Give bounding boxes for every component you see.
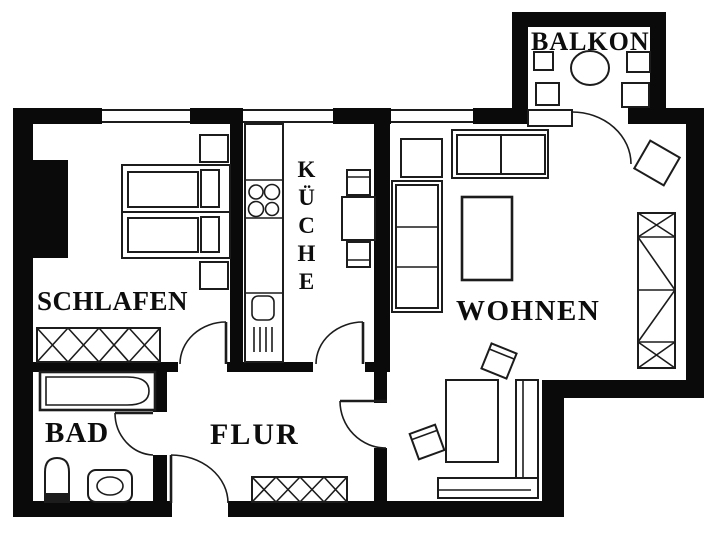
pillow xyxy=(200,216,220,253)
duct-shaft xyxy=(33,160,68,258)
wall-left xyxy=(13,108,33,517)
double-bed xyxy=(121,164,231,259)
door-kueche xyxy=(315,321,365,365)
wall-kueche-bottom xyxy=(243,362,313,372)
tilted-chair xyxy=(408,423,446,461)
wall-bottom-right xyxy=(228,501,564,517)
schlafen-furniture xyxy=(36,134,231,363)
nightstand xyxy=(199,261,229,290)
balcony-stool xyxy=(621,82,650,108)
mattress xyxy=(127,217,199,253)
kitchen-table xyxy=(341,196,376,241)
window-kueche xyxy=(243,109,333,123)
room-label-wohnen: WOHNEN xyxy=(456,295,601,327)
door-bad xyxy=(114,411,154,456)
flur-furniture xyxy=(251,476,348,503)
room-label-schlafen: SCHLAFEN xyxy=(37,286,189,316)
walls xyxy=(13,12,704,517)
balcony-stool xyxy=(533,51,554,71)
wall-flur-wohnen-lower xyxy=(374,448,387,501)
door-entrance xyxy=(169,454,229,504)
window-schlafen xyxy=(102,109,190,123)
bathtub xyxy=(38,370,157,412)
wall-step-horizontal xyxy=(542,380,704,398)
wall-bottom-left xyxy=(13,501,172,517)
wall-step-vertical xyxy=(542,380,564,517)
sink xyxy=(251,295,275,321)
room-label-balkon: BALKON xyxy=(531,27,650,56)
wall-bad-flur-upper xyxy=(153,372,167,412)
wall-top-d xyxy=(473,108,528,124)
wall-schlafen-kueche xyxy=(230,124,243,372)
door-schlafen xyxy=(179,321,228,365)
window-wohnen xyxy=(391,109,473,123)
schlafen-wardrobe xyxy=(36,327,161,363)
doormat xyxy=(251,476,348,503)
room-label-flur: FLUR xyxy=(210,418,300,451)
toilet xyxy=(44,456,70,503)
tilted-chair xyxy=(632,139,682,187)
radiator xyxy=(253,327,273,352)
doors xyxy=(114,109,632,504)
windows xyxy=(102,109,473,123)
balcony-table xyxy=(570,50,610,86)
wall-top-e xyxy=(628,108,704,124)
balkon-furniture xyxy=(533,50,651,108)
wall-top-a xyxy=(13,108,102,124)
pillow xyxy=(200,169,220,208)
wall-flur-wohnen-upper xyxy=(374,372,387,403)
wall-right xyxy=(686,108,704,398)
kitchen-chair xyxy=(346,241,371,268)
bad-furniture xyxy=(38,370,157,503)
kitchen-chair xyxy=(346,169,371,196)
door-balkon xyxy=(527,109,632,165)
wall-balkon-right xyxy=(650,12,666,108)
wall-balkon-left xyxy=(512,12,528,108)
wall-bad-flur-lower xyxy=(153,455,167,501)
tv-square xyxy=(400,138,443,178)
wall-balkon-top xyxy=(512,12,666,27)
wall-schlafen-bottom-stub xyxy=(227,362,243,372)
kueche-furniture xyxy=(244,123,376,363)
mattress xyxy=(127,171,199,208)
wall-kueche-wohnen xyxy=(374,108,390,372)
balcony-stool xyxy=(535,82,560,106)
balcony-stool xyxy=(626,51,651,73)
room-label-bad: BAD xyxy=(45,417,110,449)
washbasin xyxy=(87,469,133,503)
wall-schlafen-bottom xyxy=(33,362,178,372)
corner-bench xyxy=(437,379,539,499)
wohnen-furniture xyxy=(391,129,682,499)
shelf xyxy=(391,180,443,313)
room-label-kueche: KÜCHE xyxy=(294,157,319,297)
stove xyxy=(247,183,281,218)
wall-top-b xyxy=(190,108,243,124)
kitchen-counter xyxy=(244,123,284,363)
dining-table xyxy=(445,379,499,463)
coffee-table xyxy=(460,195,514,282)
tilted-chair xyxy=(480,342,518,380)
door-wohnen xyxy=(339,399,387,449)
nightstand xyxy=(199,134,229,163)
sofa xyxy=(451,129,549,179)
tall-cabinet xyxy=(637,212,676,369)
